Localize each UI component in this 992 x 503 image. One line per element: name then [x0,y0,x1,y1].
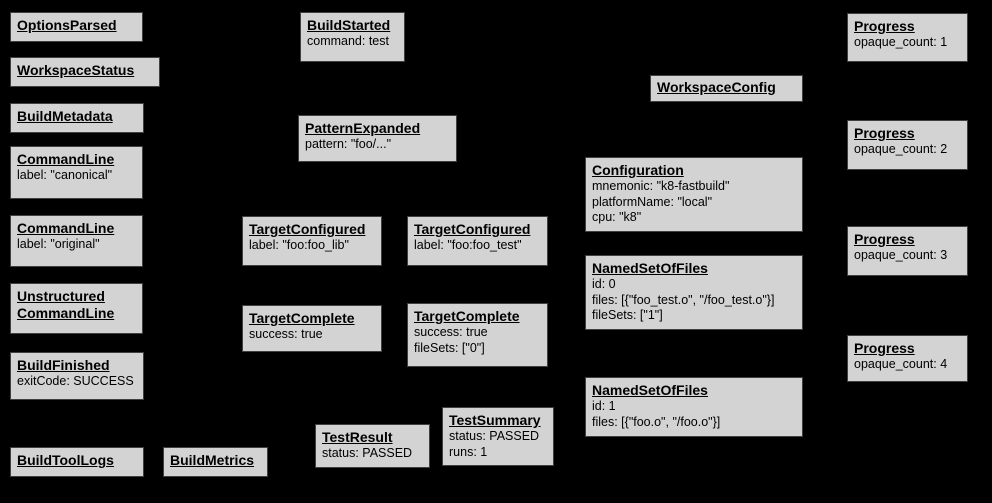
node-attr: status: PASSED [449,429,540,443]
node-title: Progress [854,125,915,141]
node-attr: id: 0 [592,277,616,291]
node-testsummary: TestSummary status: PASSED runs: 1 [442,407,554,466]
node-attr: command: test [307,34,389,48]
node-title: BuildStarted [307,17,391,33]
node-configuration: Configuration mnemonic: "k8-fastbuild" p… [585,157,803,232]
node-title: Configuration [592,162,684,178]
node-progress-4: Progress opaque_count: 4 [847,335,968,382]
node-workspaceconfig: WorkspaceConfig [650,75,803,102]
node-attr: files: [{"foo_test.o", "/foo_test.o"}] [592,292,775,307]
node-title: TestResult [322,429,393,445]
node-attr: cpu: "k8" [592,210,642,224]
node-title: CommandLine [17,151,115,167]
node-attr: label: "original" [17,237,100,251]
node-patternexpanded: PatternExpanded pattern: "foo/..." [298,115,457,162]
node-buildmetadata: BuildMetadata [10,103,144,133]
node-title: BuildFinished [17,357,110,373]
node-attr: opaque_count: 2 [854,142,948,156]
node-title: BuildMetrics [170,452,255,468]
node-title: TargetConfigured [414,221,531,237]
node-attr: opaque_count: 3 [854,248,948,262]
node-buildfinished: BuildFinished exitCode: SUCCESS [10,352,144,400]
node-attr: platformName: "local" [592,194,713,209]
node-attr: fileSets: ["1"] [592,308,663,322]
node-title: OptionsParsed [17,17,117,33]
node-attr: runs: 1 [449,444,488,459]
node-attr: fileSets: ["0"] [414,340,485,355]
node-attr: status: PASSED [322,446,413,460]
node-buildstarted: BuildStarted command: test [300,12,405,62]
node-attr: label: "foo:foo_test" [414,238,522,252]
node-optionsparsed: OptionsParsed [10,12,143,42]
node-title: TargetComplete [249,310,355,326]
node-title: Unstructured [17,288,105,304]
node-attr: exitCode: SUCCESS [17,374,134,388]
node-unstructuredcommandline: Unstructured CommandLine [10,283,143,334]
node-title: Progress [854,18,915,34]
node-buildtoollogs: BuildToolLogs [10,447,144,477]
node-title: CommandLine [17,220,115,236]
node-progress-3: Progress opaque_count: 3 [847,226,968,276]
node-title: WorkspaceStatus [17,62,135,78]
node-targetcomplete-foo-lib: TargetComplete success: true [242,305,382,352]
node-title: NamedSetOfFiles [592,382,708,398]
node-title-line2: CommandLine [17,305,115,321]
node-attr: files: [{"foo.o", "/foo.o"}] [592,414,721,429]
node-targetconfigured-foo-lib: TargetConfigured label: "foo:foo_lib" [242,216,382,266]
node-title: TestSummary [449,412,541,428]
node-commandline-canonical: CommandLine label: "canonical" [10,146,143,199]
node-targetcomplete-foo-test: TargetComplete success: true fileSets: [… [407,303,548,367]
node-title: TargetComplete [414,308,520,324]
node-attr: id: 1 [592,399,616,413]
node-title: Progress [854,340,915,356]
node-buildmetrics: BuildMetrics [163,447,268,477]
node-title: NamedSetOfFiles [592,260,708,276]
node-targetconfigured-foo-test: TargetConfigured label: "foo:foo_test" [407,216,548,266]
node-title: BuildToolLogs [17,452,114,468]
node-attr: pattern: "foo/..." [305,137,392,151]
node-progress-1: Progress opaque_count: 1 [847,13,968,62]
node-testresult: TestResult status: PASSED [315,424,430,468]
node-title: PatternExpanded [305,120,421,136]
node-commandline-original: CommandLine label: "original" [10,215,143,267]
node-attr: opaque_count: 1 [854,35,948,49]
node-workspacestatus: WorkspaceStatus [10,57,160,87]
node-attr: label: "foo:foo_lib" [249,238,349,252]
node-attr: opaque_count: 4 [854,357,948,371]
node-attr: mnemonic: "k8-fastbuild" [592,179,730,193]
node-title: WorkspaceConfig [657,79,776,95]
node-attr: success: true [249,327,323,341]
node-title: BuildMetadata [17,108,113,124]
node-attr: success: true [414,325,488,339]
node-namedsetoffiles-1: NamedSetOfFiles id: 1 files: [{"foo.o", … [585,377,803,437]
node-attr: label: "canonical" [17,168,113,182]
node-title: TargetConfigured [249,221,366,237]
node-title: Progress [854,231,915,247]
node-namedsetoffiles-0: NamedSetOfFiles id: 0 files: [{"foo_test… [585,255,803,330]
node-progress-2: Progress opaque_count: 2 [847,120,968,170]
